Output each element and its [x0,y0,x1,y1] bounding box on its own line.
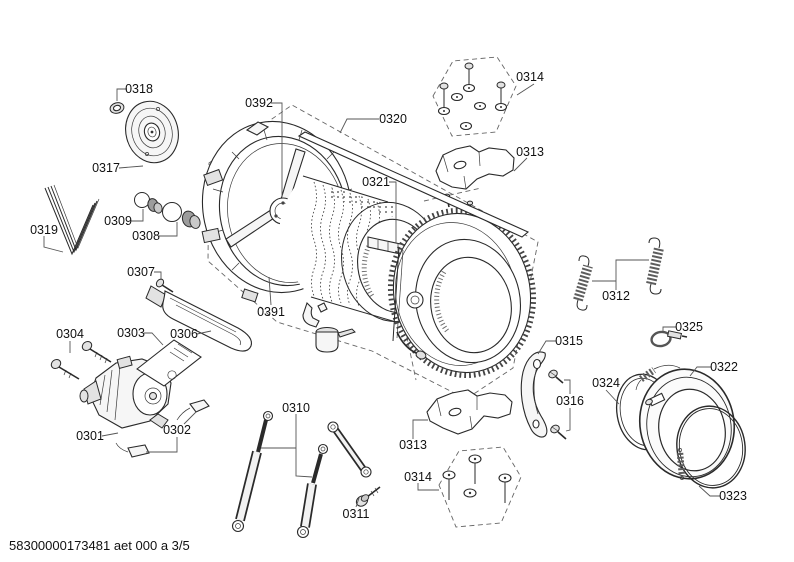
suspension-springs [573,237,664,311]
bolt-kit-top [432,56,517,137]
part-label-0314: 0314 [516,70,544,84]
heating-element [145,285,253,352]
part-label-0391: 0391 [257,305,285,319]
leader-line-0314 [417,483,439,491]
bolt [498,473,512,503]
hose-clamp [650,330,688,348]
motor-screws [50,340,112,380]
shock-absorbers [231,410,372,539]
part-label-0324: 0324 [592,376,620,390]
leader-line-0308 [159,222,178,237]
leader-line-0307 [154,271,162,280]
leader-line-0391 [268,276,272,306]
part-label-0319: 0319 [30,223,58,237]
leader-line-0301 [101,432,119,437]
pulley-wheel [125,100,179,164]
part-label-0310: 0310 [282,401,310,415]
leader-line-0303 [144,332,164,346]
shock-absorber-middle [296,443,329,539]
leader-line-0313 [513,157,528,172]
part-label-0313: 0313 [399,438,427,452]
leader-line-0321 [389,181,397,243]
part-label-0307: 0307 [127,265,155,279]
part-label-0322: 0322 [710,360,738,374]
document-code: 58300000173481 aet 000 a 3/5 [9,538,190,553]
leader-line-0306 [196,330,212,335]
leader-line-0316 [564,379,571,394]
leader-line-0314 [516,83,535,96]
leader-line-0302 [183,411,197,425]
part-label-0320: 0320 [379,112,407,126]
suspension-rod [327,421,372,478]
part-label-0315: 0315 [555,334,583,348]
bolt [437,82,451,116]
tub-front-half [387,193,537,379]
counterweight-top [435,145,515,190]
connector-parts [115,399,210,458]
leader-line-0317 [118,165,144,169]
leader-line-0310 [295,414,313,478]
shock-absorber-left [231,410,274,533]
part-label-0312: 0312 [602,289,630,303]
part-label-0301: 0301 [76,429,104,443]
leader-line-0315 [537,340,556,355]
leader-line-0322 [689,366,711,377]
part-label-0325: 0325 [675,320,703,334]
part-label-0309: 0309 [104,214,132,228]
door-hinge-bracket [520,351,548,438]
bolt [468,454,482,484]
terminal-screw [155,278,174,293]
leader-line-0313 [412,419,428,439]
tub-small-parts [302,301,356,353]
pulley-nut [109,102,125,114]
part-label-0321: 0321 [362,175,390,189]
door-gasket [638,368,736,480]
leader-line-0319 [43,236,64,253]
seal-ring-large [162,202,201,229]
leader-line-0311 [355,497,360,508]
tub-top-rail [297,131,530,238]
part-label-0311: 0311 [343,507,370,521]
part-label-0303: 0303 [117,326,145,340]
part-label-0313: 0313 [516,145,544,159]
leader-line-0323 [698,485,720,497]
leader-line-0316 [565,408,571,432]
seal-ring-small [134,192,163,214]
part-label-0304: 0304 [56,327,84,341]
shock-absorber-screw [355,486,381,507]
part-label-0318: 0318 [125,82,153,96]
part-label-0314: 0314 [404,470,432,484]
leader-line-0392 [271,102,283,197]
part-label-0323: 0323 [719,489,747,503]
leader-line-0325 [662,326,676,333]
leader-line-0318 [116,88,127,101]
part-label-0392: 0392 [245,96,273,110]
part-label-0308: 0308 [132,229,160,243]
part-label-0317: 0317 [92,161,120,175]
drive-belt [44,184,100,256]
bolt [442,470,456,500]
gasket-clamp-band [676,405,746,489]
hinge-screws [548,369,567,440]
part-label-0306: 0306 [170,327,198,341]
leader-line-0309 [131,209,144,222]
part-label-0316: 0316 [556,394,584,408]
leader-line-0312 [615,259,649,290]
leader-line-0324 [605,389,620,405]
instruction-sheet [136,339,202,387]
bolt [462,62,476,93]
leader-line-0302 [146,437,178,453]
bolt [494,81,508,112]
counterweight-bottom [426,389,513,435]
leader-line-0320 [339,118,379,134]
part-label-0302: 0302 [163,423,191,437]
bolt-kit-bottom [438,446,522,528]
